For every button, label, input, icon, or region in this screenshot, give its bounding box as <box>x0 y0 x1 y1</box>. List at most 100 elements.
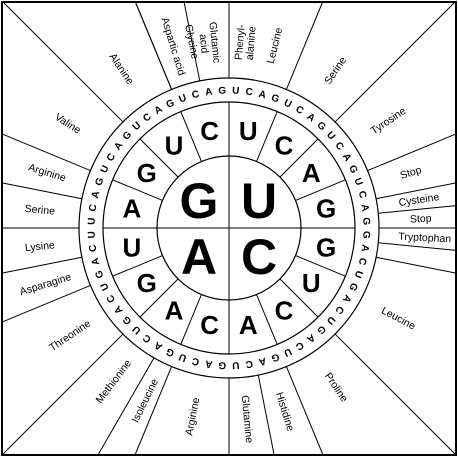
third-base-c: C <box>105 152 118 164</box>
amino-divider <box>285 1 324 90</box>
amino-divider <box>376 256 457 274</box>
second-base-divider <box>295 255 346 277</box>
third-base-g: G <box>270 93 281 106</box>
third-base-a: A <box>205 358 214 370</box>
ring-circle <box>102 101 356 355</box>
third-base-u: U <box>232 85 240 96</box>
second-base-divider <box>139 138 179 178</box>
third-base-u: U <box>178 93 189 106</box>
third-base-c: C <box>88 244 100 253</box>
second-base-divider <box>180 111 202 162</box>
amino-acid-label: Cysteine <box>398 191 440 209</box>
amino-divider <box>1 284 91 323</box>
second-base-g: G <box>316 232 336 262</box>
amino-acid-label: Lysine <box>24 239 55 254</box>
second-base-a: A <box>123 194 142 224</box>
third-base-c: C <box>191 355 201 367</box>
ring-circle <box>78 77 380 379</box>
second-base-u: U <box>165 131 184 161</box>
third-base-u: U <box>232 359 240 370</box>
third-base-c: C <box>356 256 368 266</box>
amino-acid-label: Phenyl-alanine <box>233 24 259 62</box>
second-base-g: G <box>137 268 157 298</box>
second-base-u: U <box>302 268 321 298</box>
second-base-divider <box>139 278 179 318</box>
amino-divider <box>378 242 457 251</box>
second-base-g: G <box>316 194 336 224</box>
third-base-c: C <box>294 339 306 352</box>
second-base-divider <box>180 294 202 345</box>
third-base-u: U <box>86 231 97 239</box>
amino-divider <box>134 1 173 90</box>
third-base-a: A <box>340 293 353 305</box>
third-base-c: C <box>245 87 254 99</box>
third-base-u: U <box>178 351 189 364</box>
first-base-a: A <box>181 229 217 285</box>
third-base-c: C <box>245 358 254 370</box>
first-base-c: C <box>241 229 277 285</box>
second-base-a: A <box>302 158 321 188</box>
third-base-a: A <box>359 204 371 213</box>
amino-acid-label: Serine <box>24 203 56 218</box>
second-base-divider <box>295 179 346 201</box>
first-base-g: G <box>180 173 219 229</box>
first-base-u: U <box>241 173 277 229</box>
second-base-divider <box>279 138 319 178</box>
second-base-c: C <box>200 310 219 340</box>
amino-divider <box>285 366 324 456</box>
amino-divider <box>2 1 124 123</box>
amino-acid-label: Tryptophan <box>398 231 451 246</box>
amino-acid-label: Stop <box>410 213 432 226</box>
second-base-u: U <box>123 232 142 262</box>
second-base-a: A <box>165 295 184 325</box>
amino-divider <box>334 1 456 123</box>
third-base-a: A <box>257 355 267 367</box>
third-base-u: U <box>99 281 112 292</box>
third-base-a: A <box>359 244 371 253</box>
amino-acid-label: Glutamicacid <box>195 21 222 65</box>
third-base-g: G <box>94 176 107 187</box>
third-base-g: G <box>93 268 106 279</box>
amino-divider <box>367 133 457 172</box>
third-base-g: G <box>346 164 359 176</box>
ring-circles <box>78 77 380 379</box>
third-base-c: C <box>191 89 201 101</box>
second-base-c: C <box>200 116 219 146</box>
third-base-a: A <box>205 87 214 99</box>
second-base-c: C <box>275 131 294 161</box>
third-base-c: C <box>356 190 368 200</box>
second-base-divider <box>112 179 163 201</box>
third-base-g: G <box>218 85 227 96</box>
third-base-a: A <box>257 89 267 101</box>
third-base-a: A <box>90 256 102 266</box>
second-base-c: C <box>275 295 294 325</box>
amino-divider <box>1 333 124 456</box>
third-base-g: G <box>360 217 371 226</box>
third-base-g: G <box>346 281 359 293</box>
amino-divider <box>1 256 82 274</box>
amino-divider <box>97 357 155 456</box>
second-base-divider <box>256 111 278 162</box>
second-base-g: G <box>137 158 157 188</box>
third-base-u: U <box>352 177 365 188</box>
third-base-u: U <box>282 345 293 358</box>
amino-divider <box>183 1 201 81</box>
amino-divider <box>1 182 82 200</box>
second-base-divider <box>279 278 319 318</box>
third-base-u: U <box>352 269 365 280</box>
third-base-a: A <box>153 339 165 352</box>
third-base-a: A <box>90 190 102 200</box>
third-base-c: C <box>105 293 118 305</box>
third-base-c: C <box>88 204 100 213</box>
second-base-divider <box>112 255 163 277</box>
ring-circle <box>156 155 302 301</box>
third-base-c: C <box>294 104 306 117</box>
second-base-a: A <box>239 310 258 340</box>
second-base-u: U <box>239 116 258 146</box>
amino-divider <box>257 375 275 456</box>
third-base-g: G <box>269 351 280 364</box>
third-base-a: A <box>340 152 353 164</box>
